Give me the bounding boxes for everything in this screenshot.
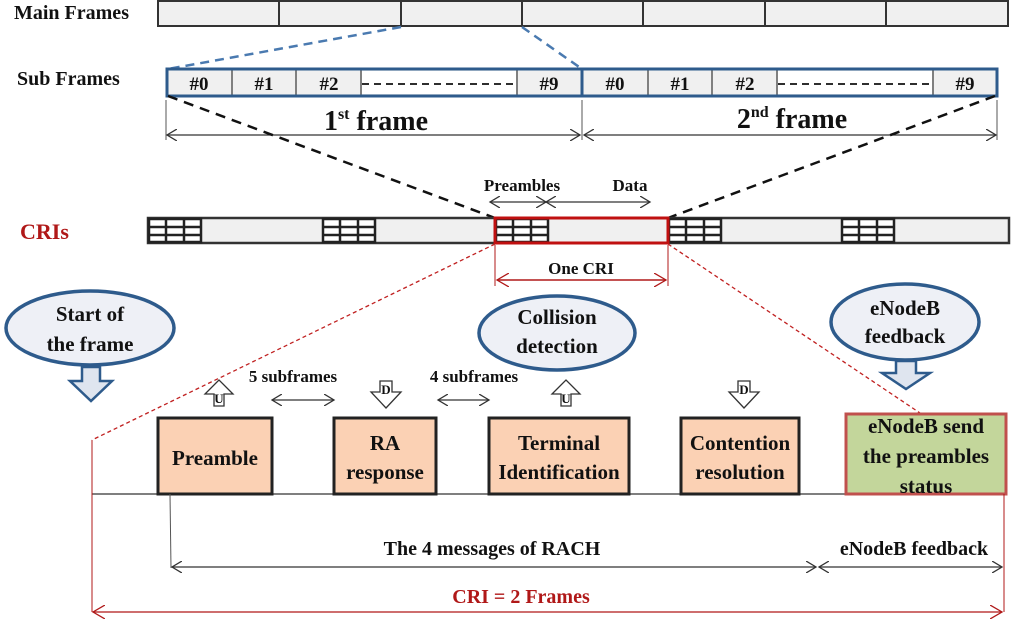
subframe-cell: #1 — [255, 74, 274, 95]
subframe-cell: #0 — [606, 74, 625, 95]
step-preamble: Preamble — [156, 416, 274, 496]
step-ra-response: RA response — [332, 416, 438, 496]
subframe-cell: #1 — [671, 74, 690, 95]
downlink-arrow-icon: D — [369, 380, 403, 409]
sub-frames-label: Sub Frames — [17, 68, 120, 90]
rach-span-label: The 4 messages of RACH — [384, 538, 601, 560]
svg-text:D: D — [739, 382, 748, 397]
data-label: Data — [613, 176, 648, 195]
subframe-cell: #2 — [320, 74, 339, 95]
svg-text:eNodeB: eNodeB — [870, 296, 940, 320]
rach-span-tick — [169, 493, 172, 569]
subframe-cell: #9 — [540, 74, 559, 95]
subframe-cell: #2 — [736, 74, 755, 95]
svg-text:the preambles: the preambles — [863, 444, 989, 468]
feedback-down-arrow-icon — [877, 359, 935, 391]
svg-text:resolution: resolution — [695, 460, 785, 484]
svg-text:detection: detection — [516, 334, 598, 358]
svg-text:Start of: Start of — [56, 302, 125, 326]
one-cri-label: One CRI — [548, 259, 614, 278]
svg-text:Preamble: Preamble — [172, 446, 258, 470]
svg-text:RA: RA — [370, 431, 401, 455]
cri-strip — [146, 216, 1011, 245]
svg-text:eNodeB send: eNodeB send — [868, 414, 984, 438]
svg-text:Identification: Identification — [498, 460, 620, 484]
svg-text:status: status — [900, 474, 953, 498]
cri-zoom-line-right — [667, 94, 996, 220]
svg-text:Terminal: Terminal — [518, 431, 600, 455]
svg-text:the frame: the frame — [47, 332, 134, 356]
gap-label-5-subframes: 5 subframes — [249, 367, 338, 386]
collision-detection-bubble: Collision detection — [477, 294, 637, 372]
svg-text:Contention: Contention — [690, 431, 791, 455]
step-terminal-identification: Terminal Identification — [487, 416, 631, 496]
subframe-cell: #0 — [190, 74, 209, 95]
gap-label-4-subframes: 4 subframes — [430, 367, 519, 386]
first-frame-label: 1st frame — [324, 106, 428, 137]
sub-frames-bar — [165, 67, 999, 98]
main-frames-bar — [157, 0, 1009, 27]
start-of-frame-bubble: Start of the frame — [4, 289, 176, 367]
cri-zoom-line-left — [167, 94, 496, 220]
step-enodeb-send-status: eNodeB send the preambles status — [844, 412, 1008, 498]
svg-text:Collision: Collision — [517, 305, 597, 329]
svg-text:D: D — [381, 382, 390, 397]
second-frame-label: 2nd frame — [737, 104, 847, 135]
uplink-arrow-icon: U — [203, 379, 235, 407]
cris-label: CRIs — [20, 219, 69, 244]
zoom-line-right — [521, 25, 583, 71]
cri-detail-line-right — [667, 243, 921, 414]
feedback-span-label: eNodeB feedback — [840, 538, 989, 560]
highlighted-cri — [493, 216, 670, 245]
uplink-arrow-icon: U — [550, 379, 582, 407]
zoom-line-left — [167, 25, 402, 71]
svg-text:U: U — [214, 391, 224, 406]
preambles-label: Preambles — [484, 176, 561, 195]
svg-text:response: response — [346, 460, 424, 484]
start-down-arrow-icon — [66, 365, 116, 403]
cri-total-label: CRI = 2 Frames — [452, 586, 590, 608]
subframe-cell: #9 — [956, 74, 975, 95]
downlink-arrow-icon: D — [727, 380, 761, 409]
cri-detail-line-left — [91, 243, 496, 441]
enodeb-feedback-bubble: eNodeB feedback — [829, 282, 981, 362]
step-contention-resolution: Contention resolution — [679, 416, 801, 496]
svg-text:U: U — [561, 391, 571, 406]
svg-text:feedback: feedback — [865, 324, 946, 348]
main-frames-label: Main Frames — [14, 2, 129, 24]
